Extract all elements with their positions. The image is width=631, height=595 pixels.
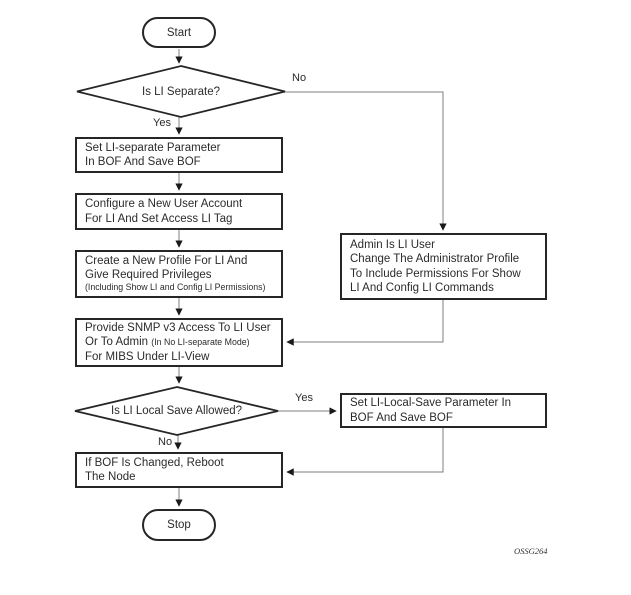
process-line: To Include Permissions For Show xyxy=(350,267,521,280)
process-line: Provide SNMP v3 Access To LI User xyxy=(85,321,271,334)
decision1-no-edge-label: No xyxy=(291,72,308,84)
process-line: In BOF And Save BOF xyxy=(85,156,201,168)
stop-terminal: Stop xyxy=(142,509,216,541)
process-admin-is-li-user: Admin Is LI User Change The Administrato… xyxy=(340,233,547,300)
process-create-profile: Create a New Profile For LI And Give Req… xyxy=(75,250,283,298)
process-reboot-node: If BOF Is Changed, Reboot The Node xyxy=(75,452,283,488)
process-note: (Including Show LI and Config LI Permiss… xyxy=(85,282,266,292)
process-line: Set LI-separate Parameter xyxy=(85,141,221,154)
process-configure-user: Configure a New User Account For LI And … xyxy=(75,193,283,230)
process-provide-snmp: Provide SNMP v3 Access To LI User Or To … xyxy=(75,318,283,367)
process-set-li-local-save: Set LI-Local-Save Parameter In BOF And S… xyxy=(340,393,547,428)
process-line: BOF And Save BOF xyxy=(350,411,453,424)
decision2-yes-edge-label: Yes xyxy=(294,392,314,404)
decision2-no-edge-label: No xyxy=(157,436,174,448)
decision-is-li-separate-shape xyxy=(76,65,286,118)
process-line-main: Or To Admin xyxy=(85,336,149,349)
decision-is-li-local-save-shape xyxy=(74,386,279,436)
decision1-yes-edge-label: Yes xyxy=(152,117,172,129)
figure-id-label: OSSG264 xyxy=(514,546,548,556)
process-set-li-separate: Set LI-separate Parameter In BOF And Sav… xyxy=(75,137,283,173)
process-line: Give Required Privileges xyxy=(85,268,212,281)
start-terminal: Start xyxy=(142,17,216,48)
process-line: Configure a New User Account xyxy=(85,198,243,210)
process-line: Change The Administrator Profile xyxy=(350,253,520,265)
process-line: Or To Admin (In No LI-separate Mode) xyxy=(85,335,277,350)
process-line: Create a New Profile For LI And xyxy=(85,255,248,267)
process-line: The Node xyxy=(85,471,136,483)
process-line: Set LI-Local-Save Parameter In xyxy=(350,397,512,409)
stop-label: Stop xyxy=(167,519,191,531)
process-line: LI And Config LI Commands xyxy=(350,282,494,294)
process-line: For LI And Set Access LI Tag xyxy=(85,212,233,225)
connector-setlocal-to-reboot xyxy=(286,428,444,476)
connector-admin-to-snmp xyxy=(286,300,444,346)
process-line: For MIBS Under LI-View xyxy=(85,350,210,363)
connector-decision1-no xyxy=(285,91,447,231)
process-line: If BOF Is Changed, Reboot xyxy=(85,456,224,469)
start-label: Start xyxy=(166,26,192,39)
process-line: Admin Is LI User xyxy=(350,238,435,251)
process-line-note: (In No LI-separate Mode) xyxy=(151,337,250,348)
